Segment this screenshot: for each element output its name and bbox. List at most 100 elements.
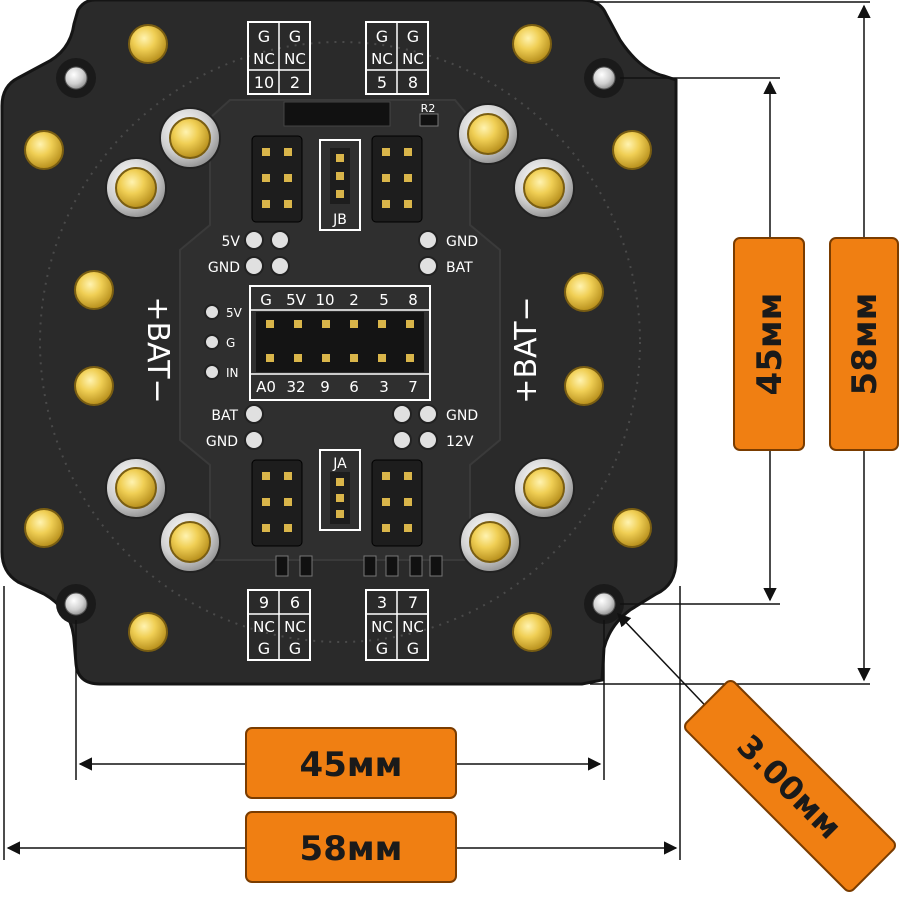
header-top-label: 8 <box>408 291 418 309</box>
smd-components <box>275 555 443 577</box>
power-label: GND <box>208 260 240 276</box>
dimension-badge-horizontal-inner: 45мм <box>245 727 457 799</box>
dimension-text: 58мм <box>845 293 885 396</box>
dimension-text: 45мм <box>750 293 790 396</box>
pad-label: G <box>258 27 270 46</box>
gold-pad <box>128 24 168 64</box>
header-top-label: 5 <box>379 291 389 309</box>
via-ring <box>39 41 641 643</box>
motor-pad <box>105 457 167 519</box>
header-upper-left <box>251 135 303 223</box>
pad-label: G <box>407 639 419 658</box>
pad-label: 10 <box>254 73 274 92</box>
power-label: GND <box>206 434 238 450</box>
power-label: 5V <box>222 234 241 250</box>
header-bottom-label: 9 <box>320 378 330 396</box>
dimension-badge-horizontal-outer: 58мм <box>245 811 457 883</box>
pad-label: NC <box>253 618 275 636</box>
header-top-label: 5V <box>286 291 307 309</box>
motor-pad <box>513 457 575 519</box>
pad-label: G <box>376 639 388 658</box>
gold-pad <box>612 130 652 170</box>
pad-label: 3 <box>377 593 387 612</box>
power-label: 12V <box>446 434 474 450</box>
header-lower-left <box>251 459 303 547</box>
dimension-text: 58мм <box>300 829 403 869</box>
r2-label: R2 <box>421 102 436 115</box>
pad-label: G <box>289 639 301 658</box>
pad-label: NC <box>253 50 275 68</box>
ic-chip <box>283 101 391 127</box>
power-pads-top-left: 5V GND <box>208 230 290 276</box>
motor-pad <box>159 511 221 573</box>
header-bottom-label: 3 <box>379 378 389 396</box>
gold-pads <box>24 24 652 652</box>
pad-grid-top-left: G G NC NC 10 2 <box>247 21 311 95</box>
header-top-label: G <box>260 291 272 309</box>
pad-label: 8 <box>408 73 418 92</box>
dimension-badge-vertical-outer: 58мм <box>829 237 899 451</box>
mounting-hole-bottom-left <box>56 584 96 624</box>
pad-label: 6 <box>290 593 300 612</box>
header-lower-right <box>371 459 423 547</box>
gold-pad <box>24 130 64 170</box>
motor-pad <box>105 157 167 219</box>
power-pads-bottom-right: GND 12V <box>392 404 478 450</box>
gold-pad <box>512 24 552 64</box>
gold-pad <box>512 612 552 652</box>
motor-pads <box>105 103 575 573</box>
connector-jb: JB <box>319 139 361 231</box>
dimension-badge-vertical-inner: 45мм <box>733 237 805 451</box>
mounting-hole-top-left <box>56 58 96 98</box>
header-bottom-label: 6 <box>349 378 359 396</box>
gold-pad <box>74 270 114 310</box>
pad-label: NC <box>284 50 306 68</box>
ja-label: JA <box>332 456 347 472</box>
motor-pad <box>159 107 221 169</box>
pad-label: G <box>289 27 301 46</box>
power-label: BAT <box>446 260 473 276</box>
header-bottom-label: 7 <box>408 378 418 396</box>
connector-ja: JA <box>319 449 361 531</box>
gold-pad <box>612 508 652 548</box>
power-label: IN <box>226 366 239 380</box>
jb-label: JB <box>332 212 347 228</box>
power-pads-top-right: GND BAT <box>418 230 478 276</box>
flight-controller-board: G G NC NC 10 2 G G NC NC 5 8 9 6 NC NC <box>0 0 678 686</box>
pad-label: NC <box>371 50 393 68</box>
pad-label: G <box>407 27 419 46</box>
power-label: GND <box>446 234 478 250</box>
header-upper-right <box>371 135 423 223</box>
pad-label: 7 <box>408 593 418 612</box>
header-top-label: 2 <box>349 291 359 309</box>
gold-pad <box>564 366 604 406</box>
pad-label: 9 <box>259 593 269 612</box>
power-label: G <box>226 336 235 350</box>
battery-label-right: +BAT− <box>509 296 544 403</box>
pad-label: G <box>258 639 270 658</box>
pad-label: NC <box>402 618 424 636</box>
header-bottom-label: A0 <box>256 378 276 396</box>
power-label: 5V <box>226 306 243 320</box>
pad-label: NC <box>371 618 393 636</box>
power-label: GND <box>446 408 478 424</box>
header-bottom-label: 32 <box>286 378 305 396</box>
main-header: G 5V 10 2 5 8 A0 32 9 6 3 7 <box>249 285 431 401</box>
power-pads-side-left: 5V G IN <box>204 304 243 380</box>
dimension-text: 45мм <box>300 745 403 785</box>
pad-label: G <box>376 27 388 46</box>
pad-label: NC <box>284 618 306 636</box>
pad-label: NC <box>402 50 424 68</box>
resistor-r2 <box>419 113 439 127</box>
motor-pad <box>457 103 519 165</box>
gold-pad <box>74 366 114 406</box>
gold-pad <box>24 508 64 548</box>
mounting-hole-bottom-right <box>584 584 624 624</box>
pad-label: 2 <box>290 73 300 92</box>
power-pads-bottom-left: BAT GND <box>206 404 264 450</box>
pad-grid-bottom-right: 3 7 NC NC G G <box>365 589 429 661</box>
motor-pad <box>459 511 521 573</box>
gold-pad <box>128 612 168 652</box>
power-label: BAT <box>211 408 238 424</box>
